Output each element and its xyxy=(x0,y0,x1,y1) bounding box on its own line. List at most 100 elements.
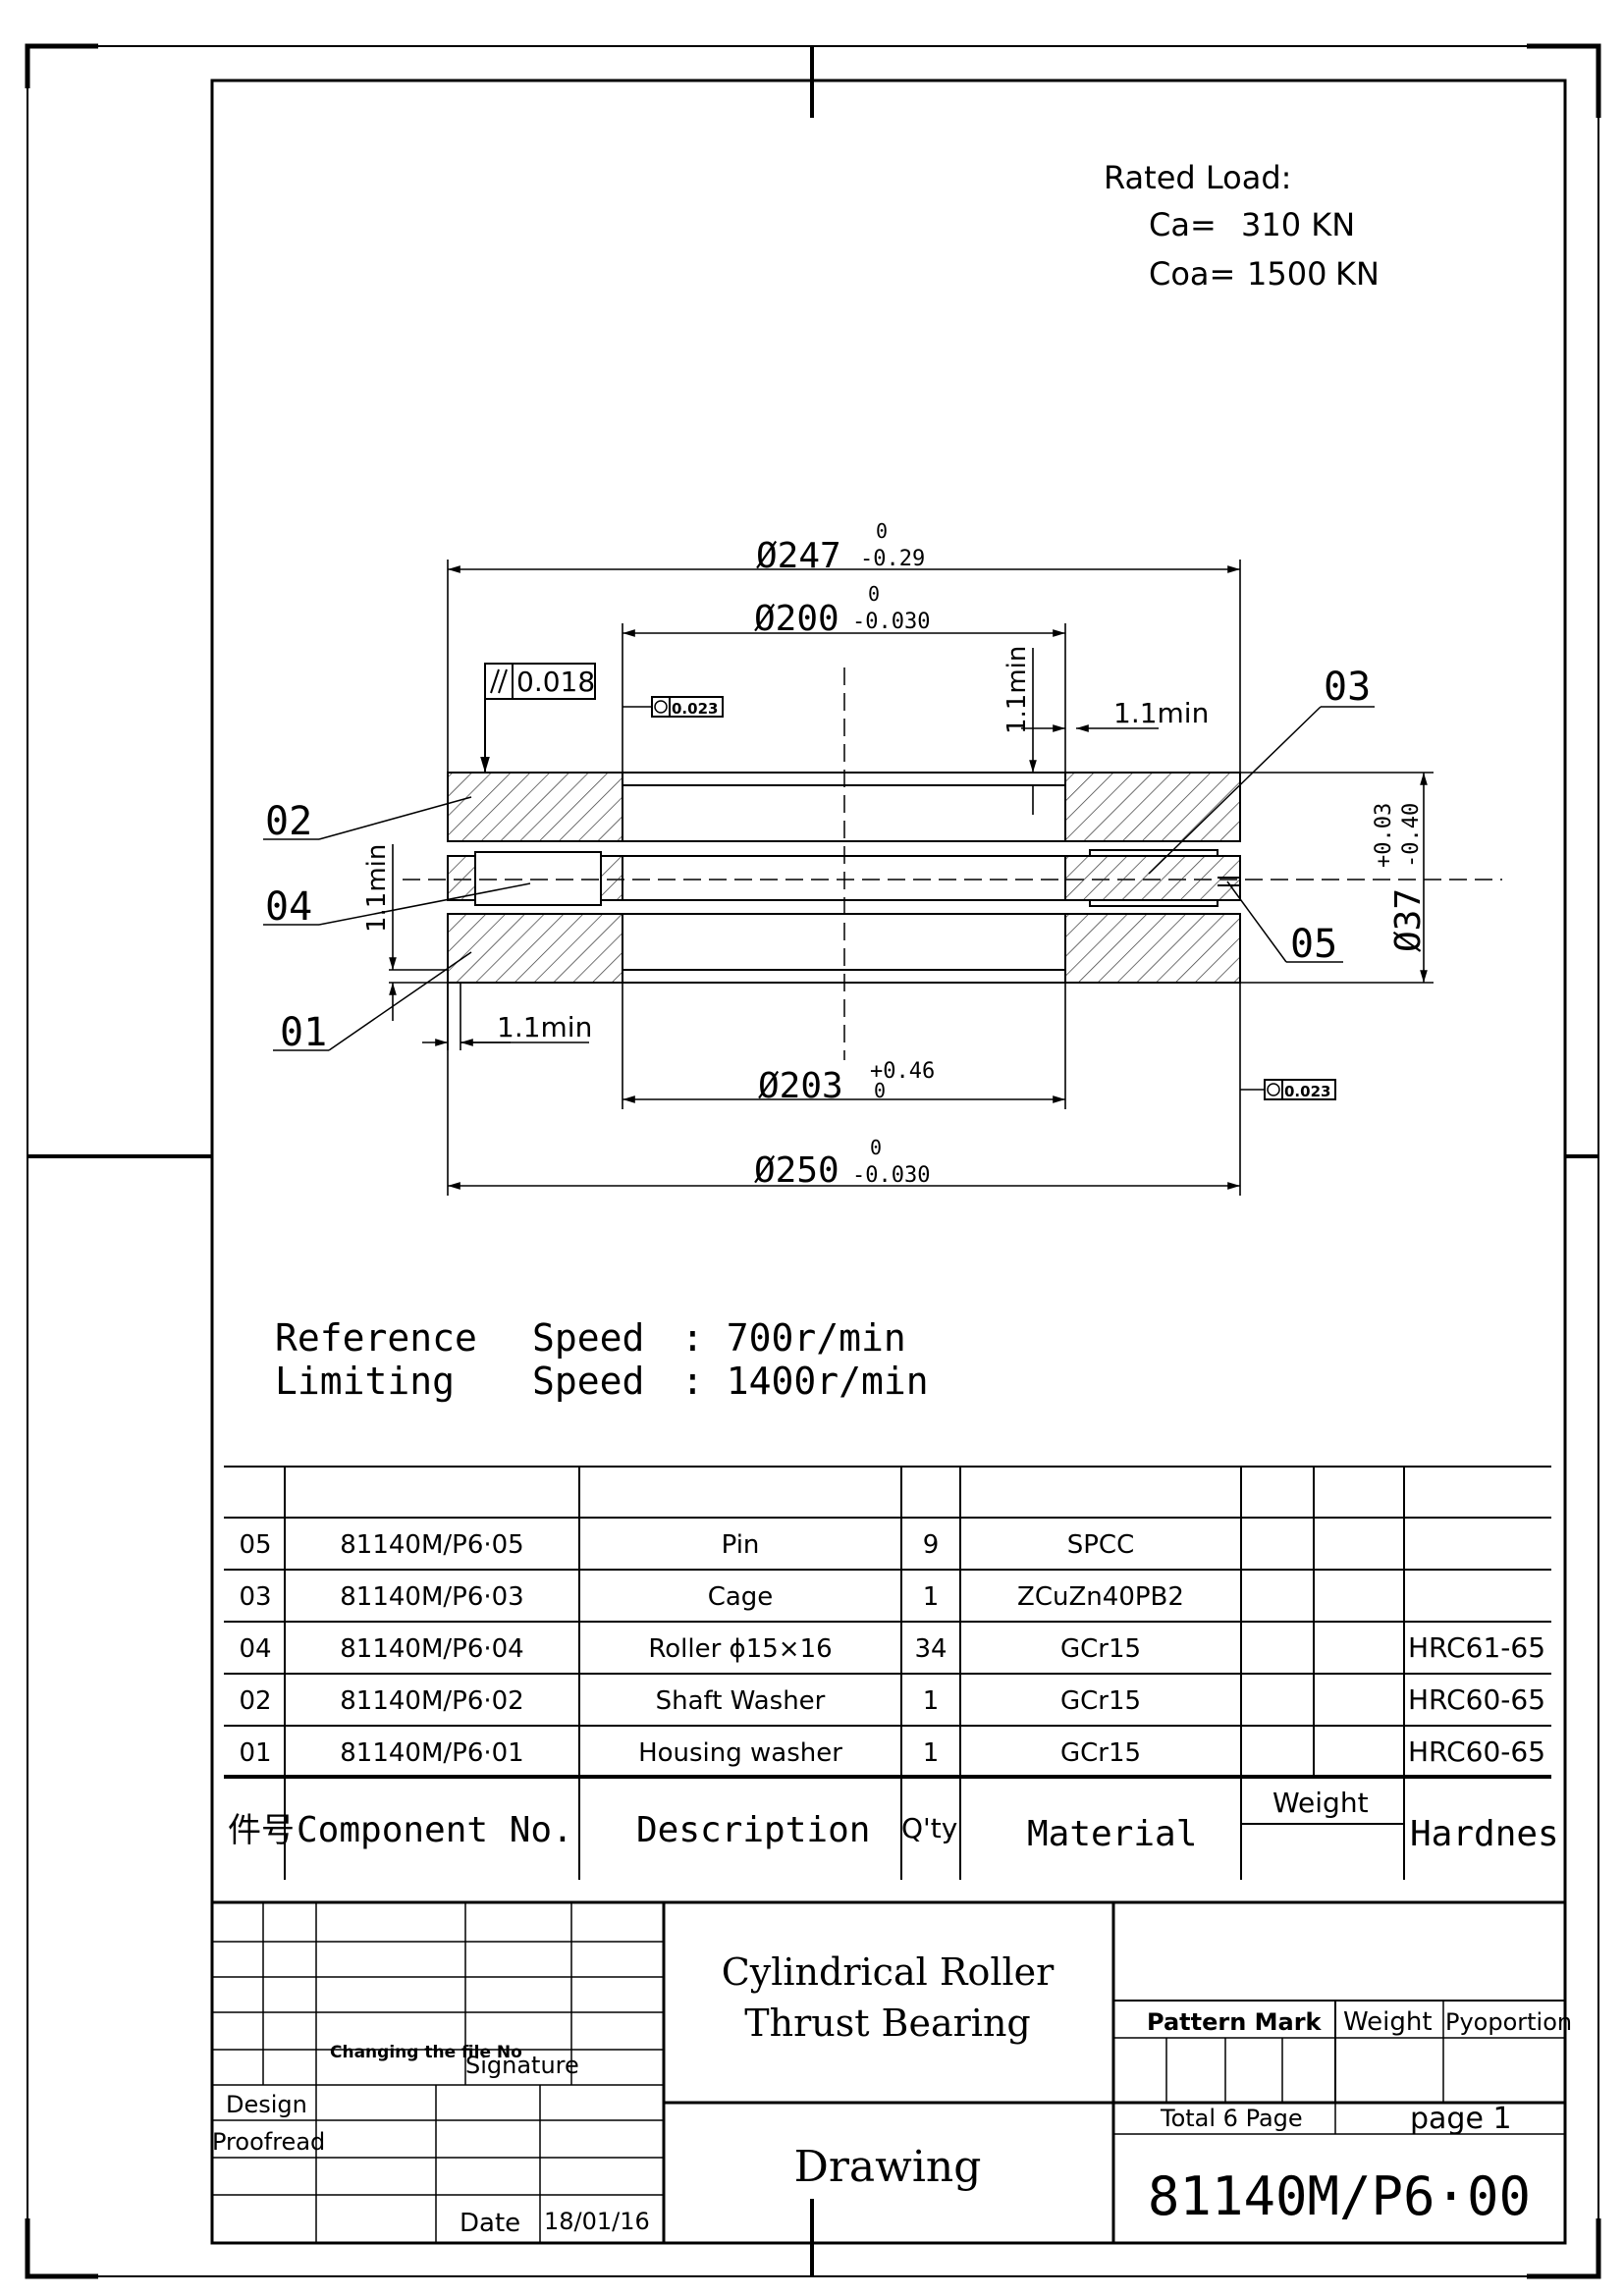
pattern-mark-label: Pattern Mark xyxy=(1147,2008,1323,2036)
bearing-section xyxy=(403,667,1502,1060)
cell-hardness: HRC60-65 xyxy=(1408,1683,1545,1716)
cell-no: 03 xyxy=(239,1582,271,1612)
callout-labels: 02 04 01 03 05 xyxy=(265,665,1371,1055)
shaft-washer-right xyxy=(1064,772,1241,842)
ca-value: 310 KN xyxy=(1241,206,1355,243)
table-row: 05 81140M/P6·05 Pin 9 SPCC xyxy=(239,1530,1134,1560)
header-no: 件号 xyxy=(228,1811,295,1850)
proofread-label: Proofread xyxy=(212,2128,325,2156)
page-number: page 1 xyxy=(1410,2102,1512,2136)
speed-info: Reference Speed : 700r/min Limiting Spee… xyxy=(275,1316,929,1403)
cell-description: Cage xyxy=(708,1582,774,1612)
dim-247: Ø247 xyxy=(756,536,841,576)
callout-03: 03 xyxy=(1324,665,1371,710)
signature-label: Signature xyxy=(465,2052,579,2079)
cell-qty: 1 xyxy=(923,1738,940,1768)
speed-word-lim: Speed xyxy=(532,1360,644,1403)
date-label: Date xyxy=(460,2209,520,2238)
cell-qty: 34 xyxy=(914,1634,947,1664)
reference-label: Reference xyxy=(275,1316,477,1360)
cell-no: 04 xyxy=(239,1634,271,1664)
header-description: Description xyxy=(636,1810,870,1850)
header-weight: Weight xyxy=(1272,1787,1369,1819)
cell-material: GCr15 xyxy=(1060,1634,1141,1664)
coa-value: 1500 xyxy=(1247,255,1326,293)
weight-label: Weight xyxy=(1343,2007,1433,2037)
cell-material: ZCuZn40PB2 xyxy=(1017,1582,1184,1612)
dim-203-lower: 0 xyxy=(874,1079,886,1102)
cell-description: Roller ɸ15×16 xyxy=(648,1634,832,1664)
cell-description: Pin xyxy=(722,1530,760,1560)
dim-250-lower: -0.030 xyxy=(852,1163,930,1188)
dim-200-upper: 0 xyxy=(868,582,880,606)
cell-description: Shaft Washer xyxy=(656,1686,826,1716)
parts-table xyxy=(224,1466,1551,1880)
min-top-vertical: 1.1min xyxy=(1002,646,1032,734)
cell-qty: 9 xyxy=(923,1530,940,1560)
header-component: Component No. xyxy=(297,1810,573,1850)
header-material: Material xyxy=(1027,1814,1197,1854)
runout-top-value: 0.023 xyxy=(672,700,718,718)
parts-table-header: 件号 Component No. Description Q'ty Materi… xyxy=(228,1787,1559,1854)
dim-250-upper: 0 xyxy=(870,1136,882,1159)
dim-203: Ø203 xyxy=(758,1066,843,1106)
date-value: 18/01/16 xyxy=(544,2208,650,2235)
cell-no: 01 xyxy=(239,1738,271,1768)
cell-no: 02 xyxy=(239,1686,271,1716)
housing-washer-left xyxy=(447,913,623,984)
dim-200: Ø200 xyxy=(754,599,839,639)
callout-05: 05 xyxy=(1290,922,1337,967)
cell-no: 05 xyxy=(239,1530,271,1560)
header-hardness: Hardnes xyxy=(1410,1814,1559,1854)
cell-component: 81140M/P6·01 xyxy=(340,1738,523,1768)
title-block-text: Changing the file No Signature Design Pr… xyxy=(212,1950,1572,2238)
cell-component: 81140M/P6·04 xyxy=(340,1634,523,1664)
changing-file-label: Changing the file No xyxy=(330,2043,522,2062)
cell-component: 81140M/P6·02 xyxy=(340,1686,523,1716)
limiting-label: Limiting xyxy=(275,1360,455,1403)
callout-04: 04 xyxy=(265,884,312,930)
dim-200-lower: -0.030 xyxy=(852,610,930,634)
dim-250: Ø250 xyxy=(754,1150,839,1191)
title-line-1: Cylindrical Roller xyxy=(722,1950,1055,1994)
dimension-texts: Ø247 0 -0.29 Ø200 0 -0.030 Ø203 +0.46 0 … xyxy=(362,519,1429,1191)
reference-speed-value: : 700r/min xyxy=(681,1316,906,1360)
dim-203-upper: +0.46 xyxy=(870,1059,935,1084)
total-pages: Total 6 Page xyxy=(1160,2105,1303,2132)
sheet-frame xyxy=(25,43,1601,2279)
rated-load-label: Rated Load: xyxy=(1104,159,1291,196)
title-line-2: Thrust Bearing xyxy=(744,2002,1031,2045)
min-left-vertical: 1.1min xyxy=(362,844,392,933)
rated-load: Rated Load: Ca= 310 KN Coa= 1500 KN xyxy=(1104,159,1380,293)
limiting-speed-value: : 1400r/min xyxy=(681,1360,929,1403)
tolerance-runout-top: 0.023 xyxy=(623,696,724,718)
dimensions xyxy=(389,560,1434,1196)
title-block xyxy=(212,1900,1565,2243)
cell-material: GCr15 xyxy=(1060,1738,1141,1768)
cell-hardness: HRC61-65 xyxy=(1408,1631,1545,1664)
drawing-number: 81140M/P6·00 xyxy=(1148,2165,1531,2227)
cell-component: 81140M/P6·05 xyxy=(340,1530,523,1560)
dim-37-upper: +0.03 xyxy=(1372,803,1396,868)
drawing-label: Drawing xyxy=(794,2142,982,2192)
dim-247-lower: -0.29 xyxy=(860,547,925,571)
min-bottom-horizontal: 1.1min xyxy=(497,1011,592,1043)
cell-material: SPCC xyxy=(1067,1530,1135,1560)
shaft-washer-left xyxy=(447,772,623,842)
parallel-value: 0.018 xyxy=(516,666,595,698)
housing-washer-right xyxy=(1064,913,1241,984)
cell-hardness: HRC60-65 xyxy=(1408,1735,1545,1768)
callout-01: 01 xyxy=(280,1010,327,1055)
ca-label: Ca= xyxy=(1149,206,1217,243)
callout-02: 02 xyxy=(265,799,312,844)
header-qty: Q'ty xyxy=(901,1812,957,1844)
table-row: 04 81140M/P6·04 Roller ɸ15×16 34 GCr15 HRC61-… xyxy=(239,1631,1545,1664)
tolerance-parallel: 0.018 xyxy=(480,663,596,773)
design-label: Design xyxy=(226,2091,307,2118)
dim-37-lower: -0.40 xyxy=(1399,803,1424,868)
cell-qty: 1 xyxy=(923,1686,940,1716)
